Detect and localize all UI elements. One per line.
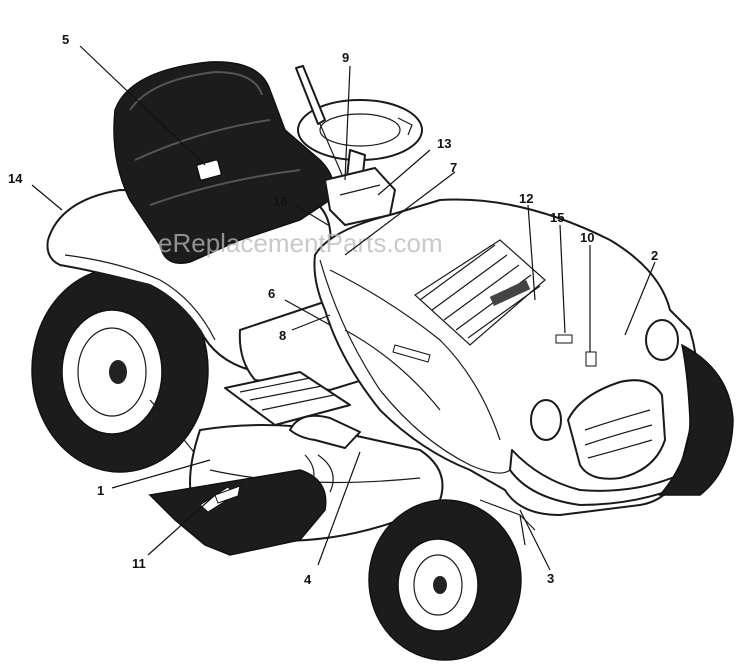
seat	[113, 61, 335, 264]
headlight-left	[530, 399, 562, 441]
callout-10: 10	[580, 230, 594, 245]
front-left-wheel	[368, 499, 522, 661]
discharge-chute	[148, 469, 327, 556]
hood	[313, 198, 699, 516]
callout-5: 5	[62, 32, 69, 47]
callout-7: 7	[450, 160, 457, 175]
callout-4: 4	[304, 572, 312, 587]
mower-deck	[148, 414, 444, 556]
front-right-wheel	[658, 343, 734, 496]
callout-11: 11	[132, 556, 146, 571]
callout-2: 2	[651, 248, 658, 263]
hood-decal-12	[489, 280, 531, 306]
callout-14: 14	[8, 171, 23, 186]
front-grille	[567, 379, 666, 480]
callout-13: 13	[437, 136, 451, 151]
watermark-text: eReplacementParts.com	[158, 228, 443, 258]
callout-12: 12	[519, 191, 533, 206]
callout-15: 15	[550, 210, 564, 225]
callout-6: 6	[268, 286, 275, 301]
callout-3: 3	[547, 571, 554, 586]
hood-decal-10	[585, 351, 597, 367]
callout-9: 9	[342, 50, 349, 65]
steering	[295, 65, 423, 226]
throttle-lever	[295, 65, 326, 125]
callout-16: 16	[273, 194, 287, 209]
seat-decal	[196, 159, 222, 181]
footrest	[224, 371, 351, 426]
leader-lines	[31, 45, 656, 571]
headlight-right	[645, 319, 679, 361]
callout-1: 1	[97, 483, 104, 498]
callout-labels: 5 9 13 7 14 16 12 15 10 2 6 8 1 11 4 3	[8, 32, 658, 587]
hood-decal-15	[555, 334, 573, 344]
side-decal-7	[392, 344, 431, 363]
rear-left-wheel	[31, 267, 209, 473]
callout-8: 8	[279, 328, 286, 343]
